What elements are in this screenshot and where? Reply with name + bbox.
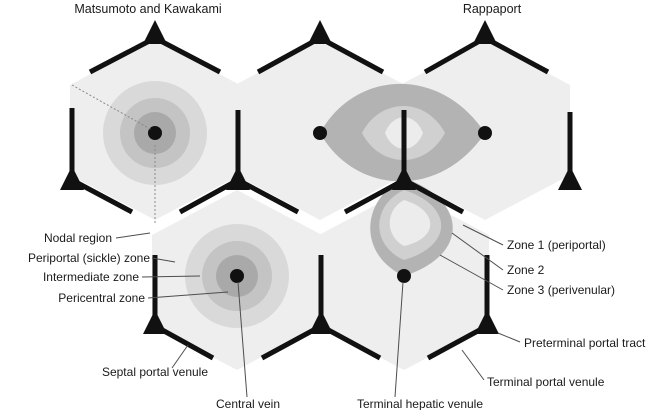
label-terminal-hepatic-venule: Terminal hepatic venule (357, 397, 483, 410)
portal-tract-top-1 (88, 20, 222, 75)
label-septal-portal-venule: Septal portal venule (102, 365, 208, 379)
portal-tract-mid-right (558, 112, 582, 190)
central-veins (148, 126, 492, 283)
central-vein-dot (313, 126, 327, 140)
central-vein-dot (230, 269, 244, 283)
label-pericentral-zone: Pericentral zone (58, 291, 145, 305)
label-terminal-portal-venule: Terminal portal venule (487, 375, 605, 389)
label-preterminal-portal-tract: Preterminal portal tract (524, 336, 646, 350)
central-vein-dot (478, 126, 492, 140)
portal-tract-top-2 (256, 20, 385, 75)
label-intermediate-zone: Intermediate zone (43, 270, 139, 284)
portal-tract-mid-2 (343, 110, 465, 215)
acinus-zone-1 (389, 200, 431, 246)
portal-tract-bottom-1 (143, 255, 215, 361)
portal-tract-top-3 (423, 20, 550, 75)
leader-lines (115, 224, 521, 398)
label-central-vein: Central vein (216, 397, 280, 410)
central-vein-dot (397, 269, 411, 283)
portal-tract-mid-left (60, 108, 134, 215)
acinus-vertical (370, 178, 453, 276)
header-rappaport: Rappaport (463, 2, 522, 16)
portal-tract-bottom-2 (260, 255, 382, 361)
header-matsumoto-kawakami: Matsumoto and Kawakami (74, 2, 221, 16)
portal-tract-mid-1 (178, 110, 300, 215)
portal-tracts (60, 20, 582, 361)
label-zone-3-perivenular: Zone 3 (perivenular) (507, 283, 615, 297)
central-vein-dot (148, 126, 162, 140)
label-nodal-region: Nodal region (44, 231, 112, 245)
nodal-region-dotted-lines (71, 84, 156, 225)
portal-tract-bottom-3 (426, 255, 499, 361)
label-zone-2: Zone 2 (507, 263, 545, 277)
label-periportal-sickle-zone: Periportal (sickle) zone (28, 251, 150, 265)
label-zone-1-periportal: Zone 1 (periportal) (507, 238, 606, 252)
